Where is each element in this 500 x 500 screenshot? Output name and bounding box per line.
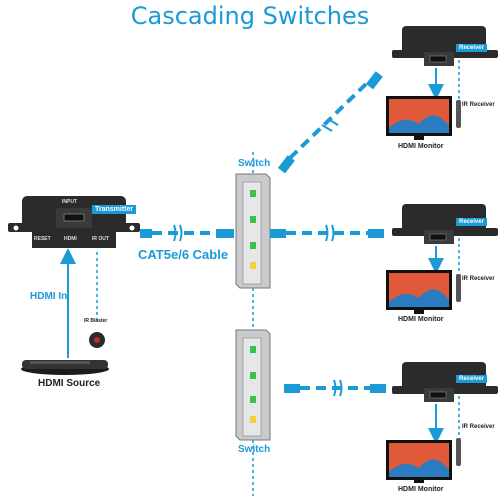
transmitter-input-port-label: INPUT — [62, 199, 77, 205]
ir-blaster-label: IR Blaster — [84, 318, 108, 324]
transmitter-device — [8, 196, 140, 248]
cable-switch-to-receiver-2 — [270, 224, 384, 242]
receiver-1-monitor-label: HDMI Monitor — [398, 143, 444, 150]
cable-switch-to-receiver-3 — [284, 379, 386, 397]
hdmi-source-device — [21, 360, 109, 375]
receiver-2-device — [392, 204, 498, 244]
switch-top-label: Switch — [238, 158, 271, 169]
receiver-1-tag: Receiver — [456, 44, 488, 52]
receiver-3-ir-label: IR Receiver — [462, 424, 495, 430]
receiver-3-monitor-label: HDMI Monitor — [398, 486, 444, 493]
transmitter-tag: Transmitter — [92, 205, 137, 214]
receiver-2-tag: Receiver — [456, 218, 488, 226]
hdmi-in-label: HDMI In — [30, 291, 68, 302]
switch-top — [235, 173, 271, 289]
ir-receiver-3 — [456, 396, 461, 466]
ir-blaster-device — [89, 332, 105, 348]
cable-switch-to-receiver-1 — [277, 71, 383, 174]
receiver-3-tag: Receiver — [456, 375, 488, 383]
cable-transmitter-to-switch — [140, 224, 234, 242]
ir-receiver-1 — [456, 60, 461, 128]
receiver-2-monitor-label: HDMI Monitor — [398, 316, 444, 323]
transmitter-ir-port-label: IR OUT — [92, 236, 109, 242]
switch-bottom — [235, 329, 271, 441]
transmitter-reset-port-label: RESET — [34, 236, 51, 242]
receiver-1-ir-label: IR Receiver — [462, 102, 495, 108]
receiver-2-ir-label: IR Receiver — [462, 276, 495, 282]
cable-label: CAT5e/6 Cable — [138, 247, 229, 262]
monitor-2 — [386, 270, 452, 314]
receiver-3-device — [392, 362, 498, 402]
ir-receiver-2 — [456, 238, 461, 302]
diagram-title: Cascading Switches — [130, 2, 370, 30]
transmitter-hdmi-port-label: HDMI — [64, 236, 77, 242]
monitor-3 — [386, 440, 452, 483]
monitor-1 — [386, 96, 452, 140]
switch-bottom-label: Switch — [238, 444, 271, 455]
hdmi-source-label: HDMI Source — [38, 378, 101, 389]
